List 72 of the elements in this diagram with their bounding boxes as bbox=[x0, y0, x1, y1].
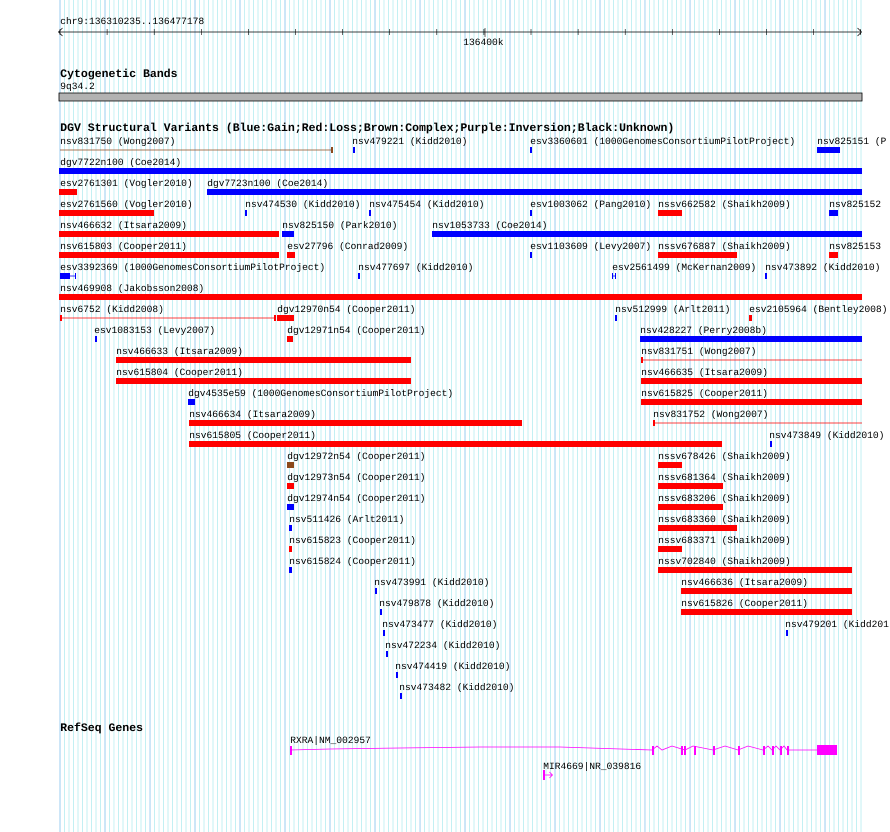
feature-label: dgv7722n100 (Coe2014) bbox=[60, 158, 180, 167]
feature-label: nssv683206 (Shaikh2009) bbox=[659, 494, 790, 503]
feature-label: nssv702840 (Shaikh2009) bbox=[659, 557, 790, 566]
feature-label: nssv681364 (Shaikh2009) bbox=[659, 473, 790, 482]
feature-label: nsv825151 (P bbox=[818, 137, 886, 146]
feature-label: nsv615804 (Cooper2011) bbox=[117, 368, 242, 377]
feature-label: MIR4669|NR_039816 bbox=[544, 762, 641, 771]
feature-label: nsv466636 (Itsara2009) bbox=[682, 578, 806, 587]
track-heading: Cytogenetic Bands bbox=[60, 68, 177, 80]
feature-label: esv1003062 (Pang2010) bbox=[530, 200, 650, 209]
feature-label: nsv615824 (Cooper2011) bbox=[290, 557, 414, 566]
feature-label: nsv473892 (Kidd2010) bbox=[766, 263, 879, 272]
feature-label: dgv4535e59 (1000GenomesConsortiumPilotProject) bbox=[188, 389, 452, 398]
feature-label: esv27796 (Conrad2009) bbox=[288, 242, 407, 251]
feature-label: esv2105964 (Bentley2008) bbox=[750, 305, 886, 314]
feature-label: nsv473482 (Kidd2010) bbox=[400, 683, 513, 692]
feature-label: nsv512999 (Arlt2011) bbox=[616, 305, 729, 314]
feature-label: esv2561499 (McKernan2009) bbox=[612, 263, 755, 272]
feature-label: nssv683360 (Shaikh2009) bbox=[659, 515, 790, 524]
feature-label: nsv831752 (Wong2007) bbox=[654, 410, 767, 419]
feature-label: dgv7723n100 (Coe2014) bbox=[208, 179, 327, 188]
feature-label: nsv466635 (Itsara2009) bbox=[642, 368, 766, 377]
axis-label: 136400k bbox=[464, 38, 504, 46]
feature-label: esv3360601 (1000GenomesConsortiumPilotProject) bbox=[530, 137, 794, 146]
feature-label: dgv12971n54 (Cooper2011) bbox=[288, 326, 424, 335]
feature-label: esv1103609 (Levy2007) bbox=[530, 242, 650, 251]
feature-label: nssv683371 (Shaikh2009) bbox=[659, 536, 790, 545]
feature-label: nsv428227 (Perry2008b) bbox=[641, 326, 766, 335]
feature-label: dgv12973n54 (Cooper2011) bbox=[288, 473, 424, 482]
feature-label: nsv469908 (Jakobsson2008) bbox=[61, 284, 203, 293]
feature-label: nsv825150 (Park2010) bbox=[283, 221, 396, 230]
feature-label: nsv511426 (Arlt2011) bbox=[290, 515, 403, 524]
feature-label: nsv615805 (Cooper2011) bbox=[190, 431, 314, 440]
feature-label: nsv615803 (Cooper2011) bbox=[61, 242, 186, 251]
feature-label: nsv474530 (Kidd2010) bbox=[246, 200, 359, 209]
feature-label: esv3392369 (1000GenomesConsortiumPilotProject) bbox=[60, 263, 324, 272]
feature-label: nsv831751 (Wong2007) bbox=[642, 347, 755, 356]
feature-label: nsv615825 (Cooper2011) bbox=[642, 389, 766, 398]
feature-label: RXRA|NM_002957 bbox=[290, 736, 370, 745]
feature-label: nsv473849 (Kidd2010) bbox=[770, 431, 883, 440]
feature-label: dgv12970n54 (Cooper2011) bbox=[278, 305, 414, 314]
feature-label: nsv1053733 (Coe2014) bbox=[433, 221, 546, 230]
feature-label: nsv466632 (Itsara2009) bbox=[61, 221, 186, 230]
feature-label: nsv466633 (Itsara2009) bbox=[117, 347, 242, 356]
feature-label: nsv825152 bbox=[830, 200, 880, 208]
feature-label: nsv477697 (Kidd2010) bbox=[359, 263, 472, 272]
axis-label: chr9:136310235..136477178 bbox=[60, 17, 204, 24]
feature-label: nsv474419 (Kidd2010) bbox=[396, 662, 509, 671]
track-heading: DGV Structural Variants (Blue:Gain;Red:Loss;Brown:Complex;Purple:Inversion;Black:Unknown) bbox=[60, 122, 672, 134]
feature-label: nsv479201 (Kidd201 bbox=[786, 620, 888, 629]
feature-label: esv2761560 (Vogler2010) bbox=[60, 200, 192, 209]
feature-label: esv1083153 (Levy2007) bbox=[94, 326, 214, 335]
feature-label: dgv12972n54 (Cooper2011) bbox=[288, 452, 424, 461]
feature-label: 9q34.2 bbox=[60, 82, 94, 91]
track-heading: RefSeq Genes bbox=[60, 722, 142, 734]
feature-label: nsv472234 (Kidd2010) bbox=[386, 641, 499, 650]
feature-label: dgv12974n54 (Cooper2011) bbox=[288, 494, 424, 503]
feature-label: nsv466634 (Itsara2009) bbox=[190, 410, 314, 419]
feature-label: nssv662582 (Shaikh2009) bbox=[659, 200, 790, 209]
feature-label: nsv475454 (Kidd2010) bbox=[370, 200, 483, 209]
feature-label: esv2761301 (Vogler2010) bbox=[60, 179, 192, 188]
feature-label: nsv615826 (Cooper2011) bbox=[682, 599, 806, 608]
feature-label: nsv6752 (Kidd2008) bbox=[61, 305, 162, 314]
feature-label: nssv676887 (Shaikh2009) bbox=[659, 242, 790, 251]
feature-label: nssv678426 (Shaikh2009) bbox=[659, 452, 790, 461]
feature-label: nsv831750 (Wong2007) bbox=[61, 137, 174, 146]
feature-label: nsv473477 (Kidd2010) bbox=[383, 620, 496, 629]
feature-label: nsv825153 bbox=[830, 242, 880, 250]
feature-label: nsv615823 (Cooper2011) bbox=[290, 536, 414, 545]
feature-label: nsv479221 (Kidd2010) bbox=[353, 137, 466, 146]
feature-label: nsv473991 (Kidd2010) bbox=[375, 578, 488, 587]
feature-label: nsv479878 (Kidd2010) bbox=[380, 599, 493, 608]
